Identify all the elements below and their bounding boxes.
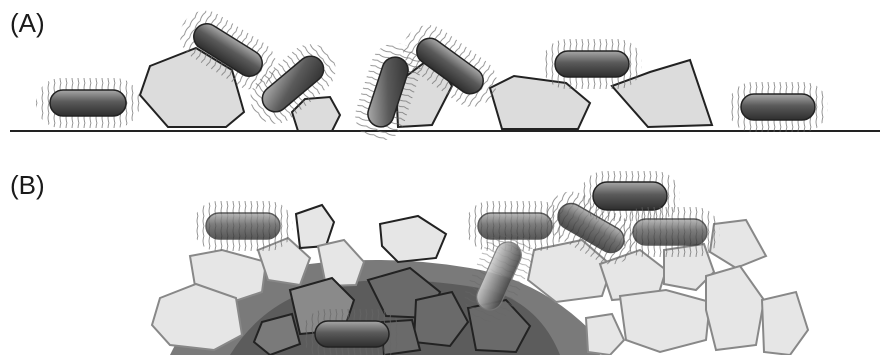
particle <box>762 292 808 355</box>
particle <box>296 205 334 248</box>
bacterium <box>193 201 293 251</box>
particle <box>706 266 764 350</box>
bacterium <box>620 207 720 257</box>
bacterium <box>542 39 642 89</box>
panel-a <box>10 1 880 147</box>
bacterium <box>728 82 828 132</box>
bacterium <box>302 309 402 355</box>
panel-b <box>152 171 808 355</box>
particle <box>380 216 446 262</box>
particle <box>586 314 624 355</box>
bacterium <box>36 78 140 128</box>
particle <box>620 290 710 352</box>
